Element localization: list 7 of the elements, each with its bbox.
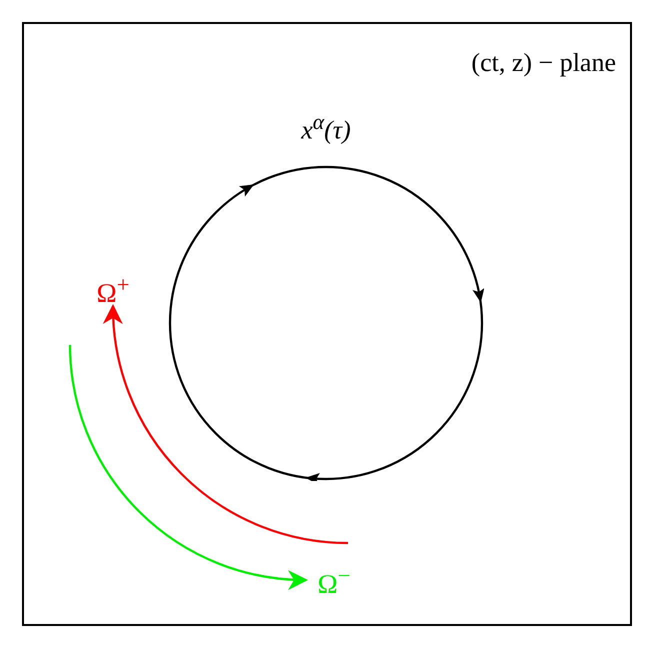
curved-arrow xyxy=(104,304,348,544)
plane-label: (ct, z) − plane xyxy=(471,48,616,78)
curved-arrow xyxy=(68,344,308,589)
trajectory-label: x$^{α}$(τ) xyxy=(300,110,352,146)
omega-label: Ω$^{+}$ xyxy=(85,272,141,306)
plot-frame xyxy=(22,22,632,626)
omega-label: Ω$^{−}$ xyxy=(306,563,362,597)
